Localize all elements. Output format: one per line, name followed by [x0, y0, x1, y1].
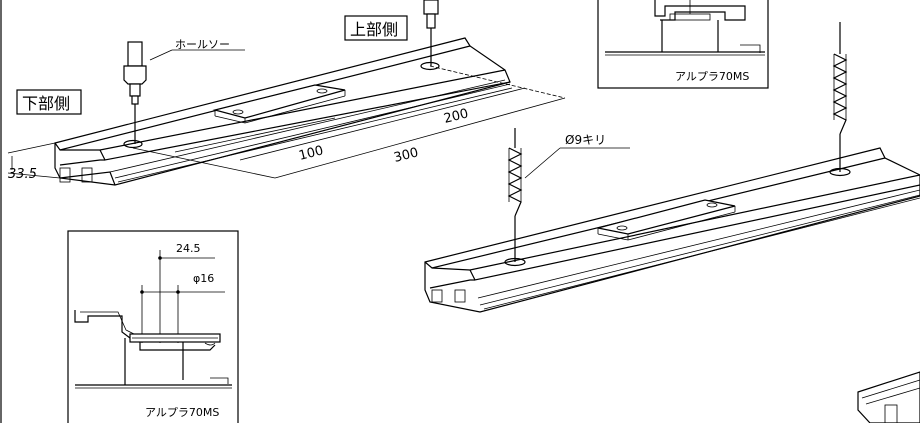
dim-phi16: φ16: [193, 272, 214, 285]
detail-box-bottom-left: 24.5 φ16 アルプラ70MS: [67, 230, 239, 423]
lower-rail-assembly: [424, 147, 920, 313]
product-label-top-right: アルプラ70MS: [675, 70, 749, 83]
dim-24-5: 24.5: [176, 242, 201, 255]
drill-9-label: Ø9キリ: [565, 133, 606, 147]
lower-side-label-box: 下部側: [16, 89, 82, 115]
upper-side-label-box: 上部側: [344, 15, 408, 41]
product-label-bottom-left: アルプラ70MS: [145, 406, 219, 419]
dim-300: 300: [392, 145, 420, 166]
partial-rail-bottom-right: [857, 371, 920, 423]
detail-box-top-right: アルプラ70MS: [597, 0, 769, 89]
lower-side-label: 下部側: [22, 94, 70, 113]
dim-100: 100: [297, 143, 325, 164]
upper-holesaw-icon: [423, 0, 439, 66]
drill-bit-right-icon: [832, 22, 848, 172]
dim-33-5: 33.5: [8, 167, 37, 182]
drill-bit-left-icon: [507, 128, 630, 262]
holesaw-label: ホールソー: [175, 38, 230, 51]
dim-200: 200: [442, 106, 470, 127]
dimension-lines-left: [7, 65, 566, 179]
holesaw-icon: [123, 41, 245, 144]
upper-side-label: 上部側: [350, 20, 398, 39]
upper-rail-assembly: [54, 37, 513, 186]
